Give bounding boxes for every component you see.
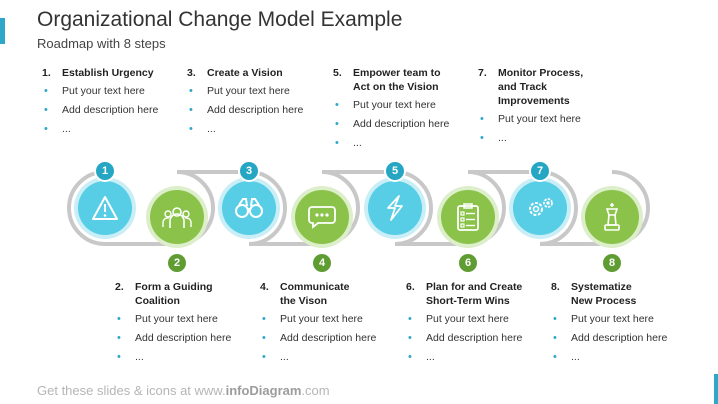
- step-6-circle: [441, 190, 495, 244]
- step-number: 4.: [260, 281, 269, 293]
- step-number: 5.: [333, 67, 342, 79]
- step-3-text: 3. Create a Vision •Put your text here •A…: [187, 66, 337, 141]
- step-6-badge: 6: [457, 252, 479, 274]
- step-number: 2.: [115, 281, 124, 293]
- left-accent-tab: [0, 18, 5, 44]
- chess-king-icon: [604, 203, 620, 231]
- lightning-icon: [387, 195, 403, 221]
- step-title: Communicate: [280, 281, 350, 293]
- people-group-icon: [162, 207, 192, 228]
- step-title: Plan for and Create: [426, 281, 523, 293]
- list-item: •Put your text here: [262, 313, 363, 325]
- step-1-text: 1. Establish Urgency •Put your text here …: [42, 66, 192, 141]
- step-5-text: 5. Empower team to Act on the Vision •Put …: [333, 66, 483, 155]
- step-title: Monitor Process,: [498, 67, 584, 79]
- step-number: 1.: [42, 67, 51, 79]
- step-number: 7.: [478, 67, 487, 79]
- step-title-line-3: Improvements: [498, 95, 570, 107]
- list-item: •Add description here: [408, 332, 523, 344]
- list-item: •Put your text here: [335, 99, 436, 111]
- step-3-circle: [222, 181, 276, 235]
- right-accent-tab: [714, 374, 718, 404]
- list-item: •Add description here: [117, 332, 232, 344]
- step-title-line-2: and Track: [498, 81, 548, 93]
- footer-brand: infoDiagram: [225, 383, 302, 398]
- step-8-badge: 8: [601, 252, 623, 274]
- step-title-line-2: Coalition: [135, 295, 180, 307]
- step-2-badge: 2: [166, 252, 188, 274]
- list-item: •...: [553, 351, 580, 363]
- gears-icon: [529, 198, 553, 216]
- bullet-list: •Put your text here •Add description her…: [187, 84, 337, 141]
- list-item: •...: [262, 351, 289, 363]
- footer-promo: Get these slides & icons at www.infoDiag…: [37, 383, 330, 398]
- bullet-list: •Put your text here •Add description her…: [551, 312, 701, 369]
- list-item: •...: [44, 123, 71, 135]
- page-title: Organizational Change Model Example: [37, 8, 403, 31]
- list-item: •Put your text here: [44, 85, 145, 97]
- list-item: •...: [408, 351, 435, 363]
- step-title: Systematize: [571, 281, 632, 293]
- list-item: •Add description here: [553, 332, 668, 344]
- step-title-line-2: Short-Term Wins: [426, 295, 510, 307]
- page-subtitle: Roadmap with 8 steps: [37, 36, 166, 51]
- list-item: •Put your text here: [408, 313, 509, 325]
- step-number: 8.: [551, 281, 560, 293]
- bullet-list: •Put your text here •Add description her…: [333, 98, 483, 155]
- checklist-icon: [457, 203, 479, 231]
- list-item: •Put your text here: [553, 313, 654, 325]
- bullet-list: •Put your text here •Add description her…: [260, 312, 410, 369]
- speech-bubble-icon: [308, 206, 336, 229]
- step-title: Empower team to: [353, 67, 441, 79]
- bullet-list: •Put your text here •Add description her…: [406, 312, 556, 369]
- step-number: 6.: [406, 281, 415, 293]
- step-4-badge: 4: [311, 252, 333, 274]
- step-title-line-2: Act on the Vision: [353, 81, 439, 93]
- step-3-badge: 3: [238, 160, 260, 182]
- bullet-list: •Put your text here •Add description her…: [115, 312, 265, 369]
- step-1-badge: 1: [94, 160, 116, 182]
- list-item: •...: [335, 137, 362, 149]
- list-item: •Add description here: [189, 104, 304, 116]
- step-7-circle: [513, 181, 567, 235]
- step-4-circle: [295, 190, 349, 244]
- step-5-circle: [368, 181, 422, 235]
- step-title-line-2: New Process: [571, 295, 637, 307]
- step-8-circle: [585, 190, 639, 244]
- step-2-circle: [150, 190, 204, 244]
- step-1-circle: [78, 181, 132, 235]
- list-item: •...: [117, 351, 144, 363]
- bullet-list: •Put your text here •...: [478, 112, 628, 150]
- step-title: Establish Urgency: [62, 67, 154, 79]
- step-7-badge: 7: [529, 160, 551, 182]
- list-item: •...: [189, 123, 216, 135]
- bullet-list: •Put your text here •Add description her…: [42, 84, 192, 141]
- step-number: 3.: [187, 67, 196, 79]
- list-item: •Add description here: [335, 118, 450, 130]
- list-item: •Add description here: [262, 332, 377, 344]
- list-item: •Put your text here: [480, 113, 581, 125]
- list-item: •Put your text here: [189, 85, 290, 97]
- step-title: Form a Guiding: [135, 281, 213, 293]
- warning-icon: [92, 196, 118, 220]
- list-item: •...: [480, 132, 507, 144]
- list-item: •Put your text here: [117, 313, 218, 325]
- list-item: •Add description here: [44, 104, 159, 116]
- binoculars-icon: [235, 198, 263, 218]
- step-4-text: 4. Communicate the Vison •Put your text he…: [260, 280, 410, 369]
- step-title-line-2: the Vison: [280, 295, 328, 307]
- step-title: Create a Vision: [207, 67, 283, 79]
- step-5-badge: 5: [384, 160, 406, 182]
